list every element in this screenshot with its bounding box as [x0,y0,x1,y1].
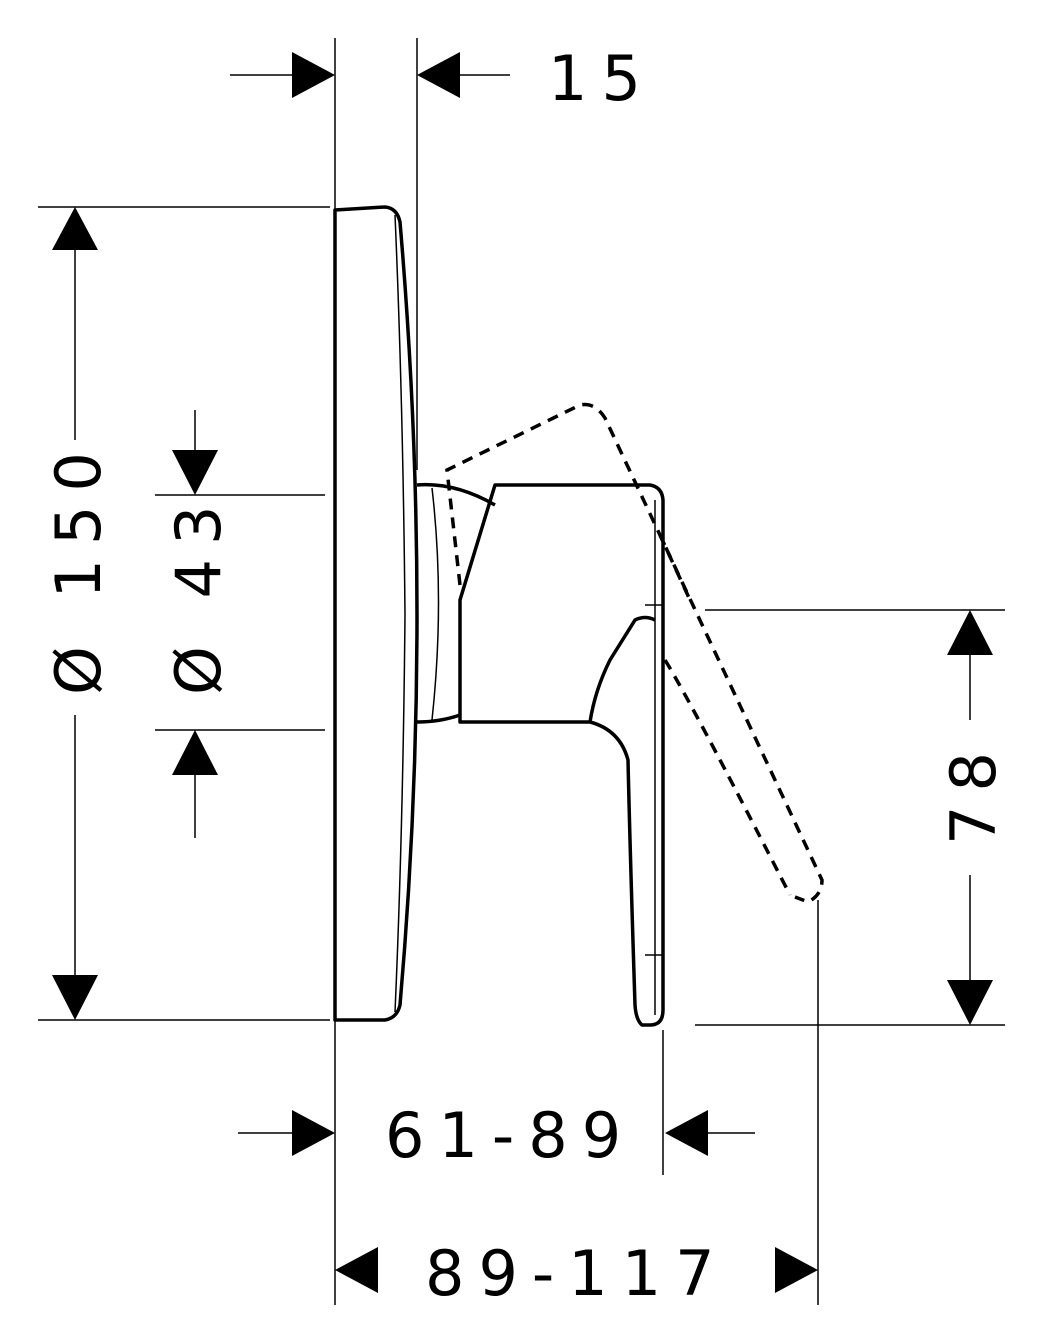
dimension-61-89: 61-89 [238,1099,755,1172]
mixer-handle [458,483,665,1027]
dimension-label-78: 78 [937,738,1010,845]
dimension-diameter-150: Ø 150 [42,207,115,1020]
dimension-label-15: 15 [548,42,655,115]
dimension-15: 15 [230,42,655,115]
lever-alternate-position [445,402,824,904]
dimension-label-61-89: 61-89 [385,1099,635,1172]
stem [416,482,496,724]
dimension-label-150: Ø 150 [42,438,115,695]
dimension-label-89-117: 89-117 [425,1237,729,1310]
dimension-89-117: 89-117 [335,1237,818,1310]
dimension-78: 78 [937,610,1010,1025]
dimension-label-43: Ø 43 [162,492,235,695]
dimension-diameter-43: Ø 43 [162,410,235,838]
escutcheon-plate [333,205,419,1022]
